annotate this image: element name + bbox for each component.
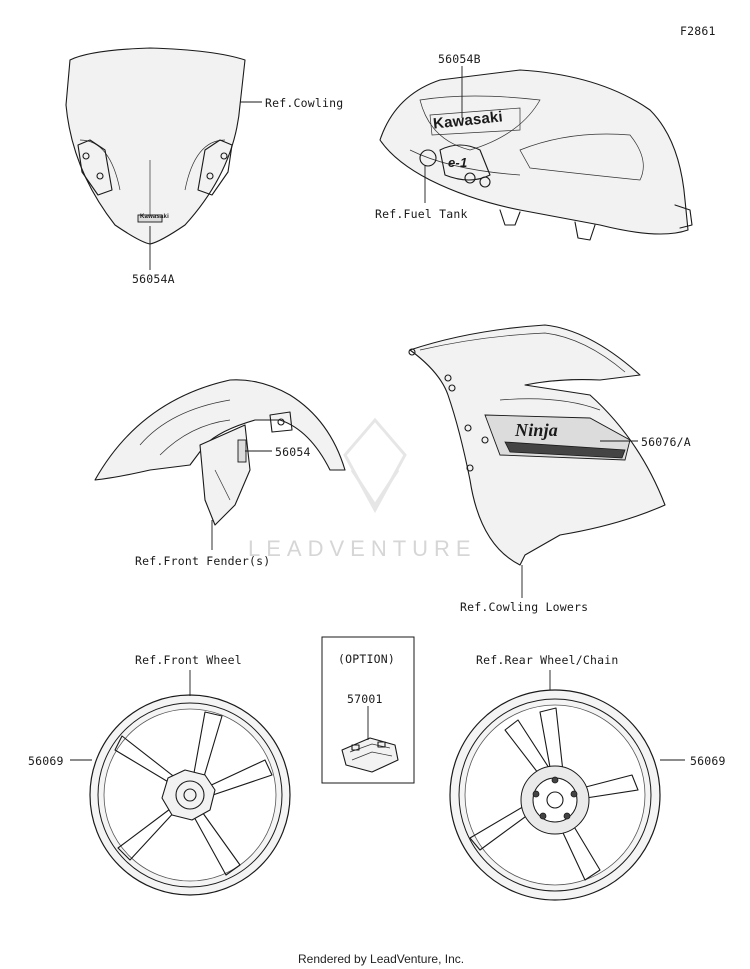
label-57001[interactable]: 57001: [347, 692, 383, 706]
cowling-lower-part: [408, 324, 666, 566]
label-ref-front-wheel[interactable]: Ref.Front Wheel: [135, 653, 242, 667]
label-56069-right[interactable]: 56069: [690, 754, 726, 768]
label-56054B[interactable]: 56054B: [438, 52, 481, 66]
option-part-57001: [341, 737, 399, 773]
front-wheel-part: [89, 694, 291, 896]
label-ref-cowling[interactable]: Ref.Cowling: [265, 96, 344, 110]
label-56054A[interactable]: 56054A: [132, 272, 175, 286]
footer-credit: Rendered by LeadVenture, Inc.: [298, 952, 465, 966]
tank-model-text: e-1: [448, 155, 468, 170]
label-56069-left[interactable]: 56069: [28, 754, 64, 768]
leadventure-watermark-logo: [343, 417, 407, 514]
label-option: (OPTION): [338, 652, 395, 666]
label-56076A[interactable]: 56076/A: [641, 435, 691, 449]
windshield-decal: [137, 214, 163, 223]
front-fender-part: [94, 379, 346, 526]
cowl-logo-text: Ninja: [515, 420, 559, 440]
fender-decal: [237, 439, 247, 463]
rear-wheel-part: [449, 689, 661, 901]
label-ref-front-fender[interactable]: Ref.Front Fender(s): [135, 554, 271, 568]
windshield-part: [65, 47, 246, 245]
fuel-tank-part: [379, 69, 693, 241]
label-ref-rear-wheel[interactable]: Ref.Rear Wheel/Chain: [476, 653, 619, 667]
windshield-logo-text: Kawasaki: [140, 214, 169, 220]
option-box: [321, 636, 415, 784]
watermark-text: LEADVENTURE: [248, 536, 477, 561]
label-56054[interactable]: 56054: [275, 445, 311, 459]
label-ref-cowling-lowers[interactable]: Ref.Cowling Lowers: [460, 600, 589, 614]
figure-id: F2861: [680, 24, 716, 38]
label-ref-fuel-tank[interactable]: Ref.Fuel Tank: [375, 207, 468, 221]
